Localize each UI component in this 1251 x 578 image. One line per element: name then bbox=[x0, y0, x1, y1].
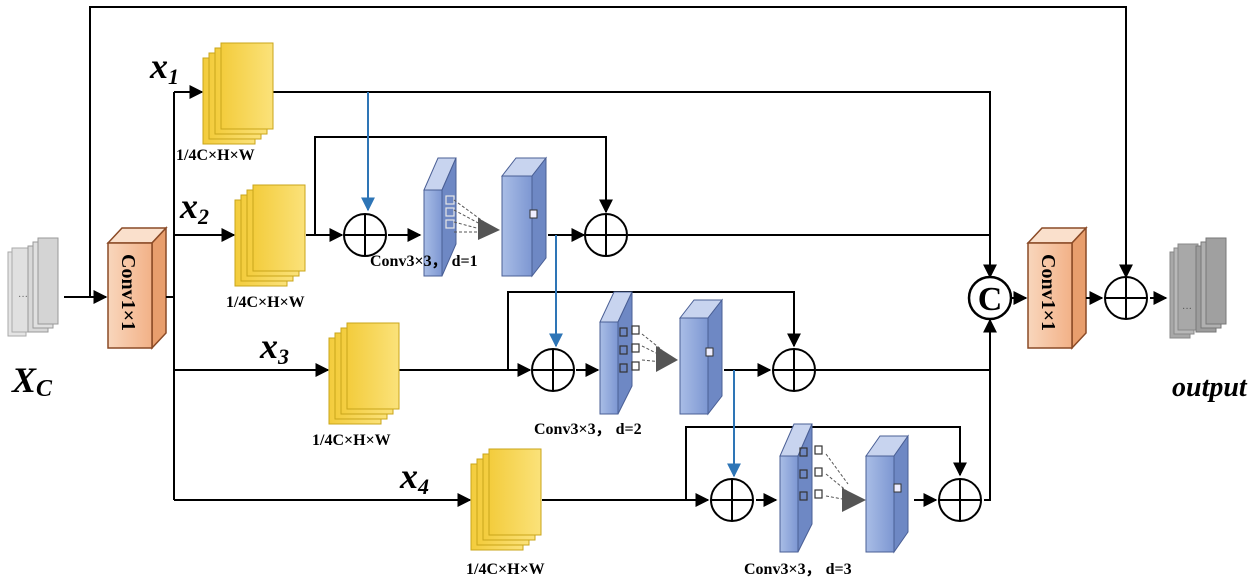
conv-label-d2: Conv3×3， d=2 bbox=[534, 421, 642, 438]
add-node-x4-post bbox=[938, 478, 982, 522]
branch-label-x3: x3 bbox=[259, 326, 289, 369]
add-node-x4-pre bbox=[710, 478, 754, 522]
output-label: output bbox=[1172, 372, 1248, 403]
feature-stack-x1 bbox=[202, 42, 274, 145]
conv-label-d3: Conv3×3， d=3 bbox=[744, 561, 852, 578]
concat-node: C bbox=[967, 275, 1013, 321]
conv1x1-block-left: Conv1×1 bbox=[106, 226, 168, 350]
input-label: XC bbox=[11, 360, 53, 402]
input-feature-stack: ··· bbox=[7, 237, 59, 337]
conv-label-d1: Conv3×3， d=1 bbox=[370, 253, 478, 270]
conv1x1-block-right: Conv1×1 bbox=[1026, 226, 1088, 350]
add-node-x3-post bbox=[772, 348, 816, 392]
concat-symbol: C bbox=[978, 281, 1003, 318]
feature-stack-x2 bbox=[234, 184, 306, 287]
dilated-conv-d2 bbox=[599, 291, 724, 416]
add-node-output bbox=[1104, 276, 1148, 320]
svg-text:···: ··· bbox=[18, 292, 28, 303]
feature-stack-x3 bbox=[328, 322, 400, 425]
size-label-x1: 1/4C×H×W bbox=[176, 147, 255, 164]
conv1x1-label-left: Conv1×1 bbox=[117, 254, 139, 331]
svg-text:···: ··· bbox=[1182, 304, 1192, 315]
conv1x1-label-right: Conv1×1 bbox=[1037, 254, 1059, 331]
output-feature-stack: ··· bbox=[1169, 237, 1227, 339]
branch-label-x4: x4 bbox=[399, 456, 429, 499]
size-label-x3: 1/4C×H×W bbox=[312, 432, 391, 449]
add-node-x2-pre bbox=[343, 213, 387, 257]
add-node-x3-pre bbox=[531, 348, 575, 392]
size-label-x4: 1/4C×H×W bbox=[466, 561, 545, 578]
add-node-x2-post bbox=[584, 213, 628, 257]
branch-label-x2: x2 bbox=[179, 186, 209, 229]
feature-stack-x4 bbox=[470, 448, 542, 551]
branch-label-x1: x1 bbox=[149, 46, 179, 89]
size-label-x2: 1/4C×H×W bbox=[226, 294, 305, 311]
dilated-conv-d3 bbox=[779, 423, 909, 554]
dilated-conv-d1 bbox=[423, 156, 548, 278]
